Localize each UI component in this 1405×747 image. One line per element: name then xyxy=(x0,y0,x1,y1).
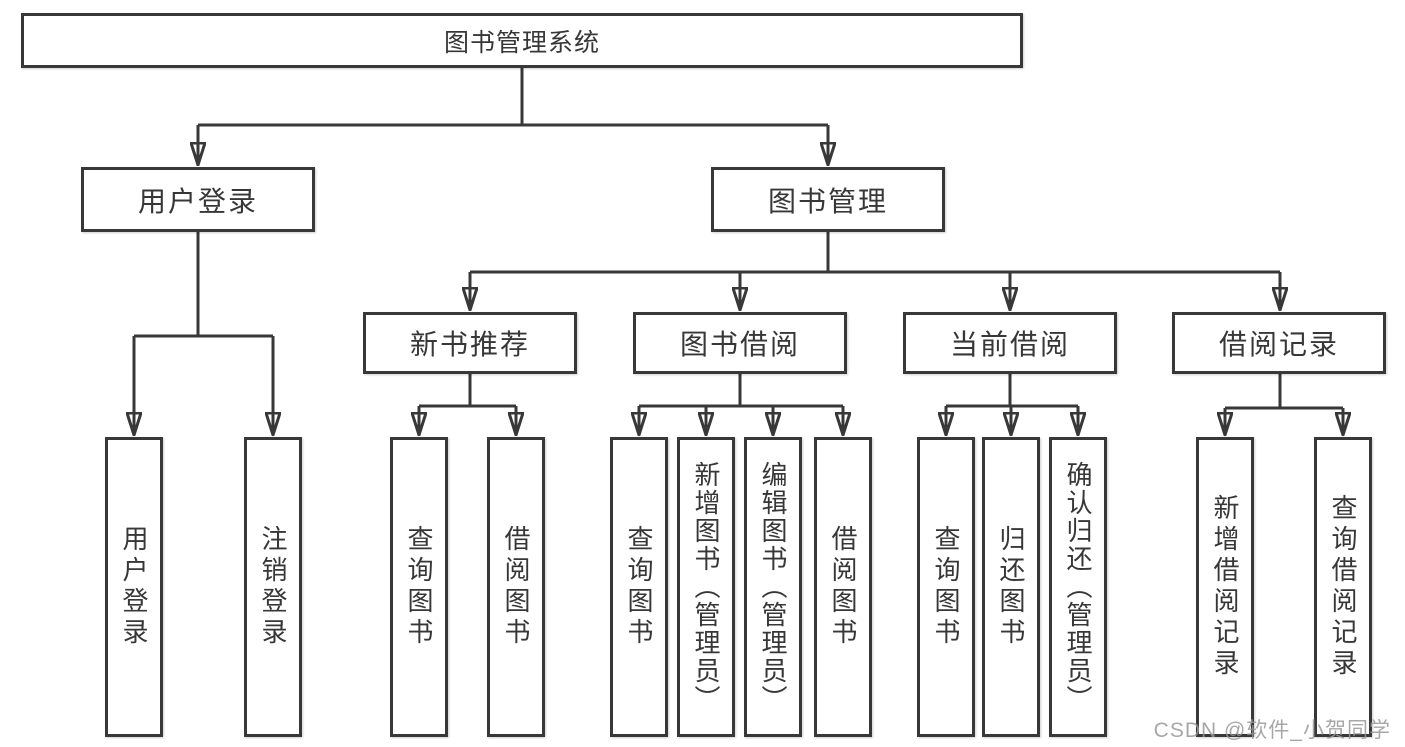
node-label: 用户登录 xyxy=(137,185,258,217)
node-book-management-branch: 图书管理 xyxy=(711,167,945,232)
node-return-books: 归还图书 xyxy=(982,437,1040,737)
node-logout: 注销登录 xyxy=(244,437,302,737)
node-query-books: 查询图书 xyxy=(610,437,668,737)
node-add-borrow-record: 新增借阅记录 xyxy=(1196,437,1254,737)
node-label: 注销登录 xyxy=(258,525,288,649)
node-label: 新增借阅记录 xyxy=(1210,494,1240,680)
csdn-watermark: CSDN @软件_小贺同学 xyxy=(1153,719,1391,742)
node-book-borrowing: 图书借阅 xyxy=(633,312,847,374)
node-label: 查询借阅记录 xyxy=(1328,494,1358,680)
node-borrowing-records: 借阅记录 xyxy=(1172,312,1386,374)
node-label: 当前借阅 xyxy=(949,329,1070,360)
node-user-login-branch: 用户登录 xyxy=(81,167,315,232)
node-label: 图书管理 xyxy=(767,185,888,217)
node-label: 借阅记录 xyxy=(1218,329,1339,360)
node-borrow-books: 借阅图书 xyxy=(487,437,545,737)
node-label: 查询图书 xyxy=(404,525,434,649)
node-label: 确认归还（管理员） xyxy=(1063,461,1093,713)
node-label: 归还图书 xyxy=(996,525,1026,649)
node-query-books: 查询图书 xyxy=(917,437,975,737)
node-user-login: 用户登录 xyxy=(105,437,163,737)
node-label: 编辑图书（管理员） xyxy=(758,461,788,713)
node-label: 查询图书 xyxy=(931,525,961,649)
node-query-books: 查询图书 xyxy=(390,437,448,737)
node-label: 借阅图书 xyxy=(501,525,531,649)
node-query-borrow-record: 查询借阅记录 xyxy=(1314,437,1372,737)
node-label: 用户登录 xyxy=(119,525,149,649)
node-new-book-recommend: 新书推荐 xyxy=(363,312,577,374)
node-current-borrowing: 当前借阅 xyxy=(903,312,1117,374)
node-label: 新增图书（管理员） xyxy=(691,461,721,713)
node-system-root: 图书管理系统 xyxy=(21,13,1023,68)
node-label: 借阅图书 xyxy=(828,525,858,649)
node-add-books-admin: 新增图书（管理员） xyxy=(677,437,735,737)
node-label: 图书借阅 xyxy=(679,329,800,360)
node-borrow-books: 借阅图书 xyxy=(814,437,872,737)
node-label: 新书推荐 xyxy=(409,329,530,360)
node-edit-books-admin: 编辑图书（管理员） xyxy=(744,437,802,737)
node-label: 查询图书 xyxy=(624,525,654,649)
node-label: 图书管理系统 xyxy=(443,28,600,57)
node-confirm-return-admin: 确认归还（管理员） xyxy=(1049,437,1107,737)
